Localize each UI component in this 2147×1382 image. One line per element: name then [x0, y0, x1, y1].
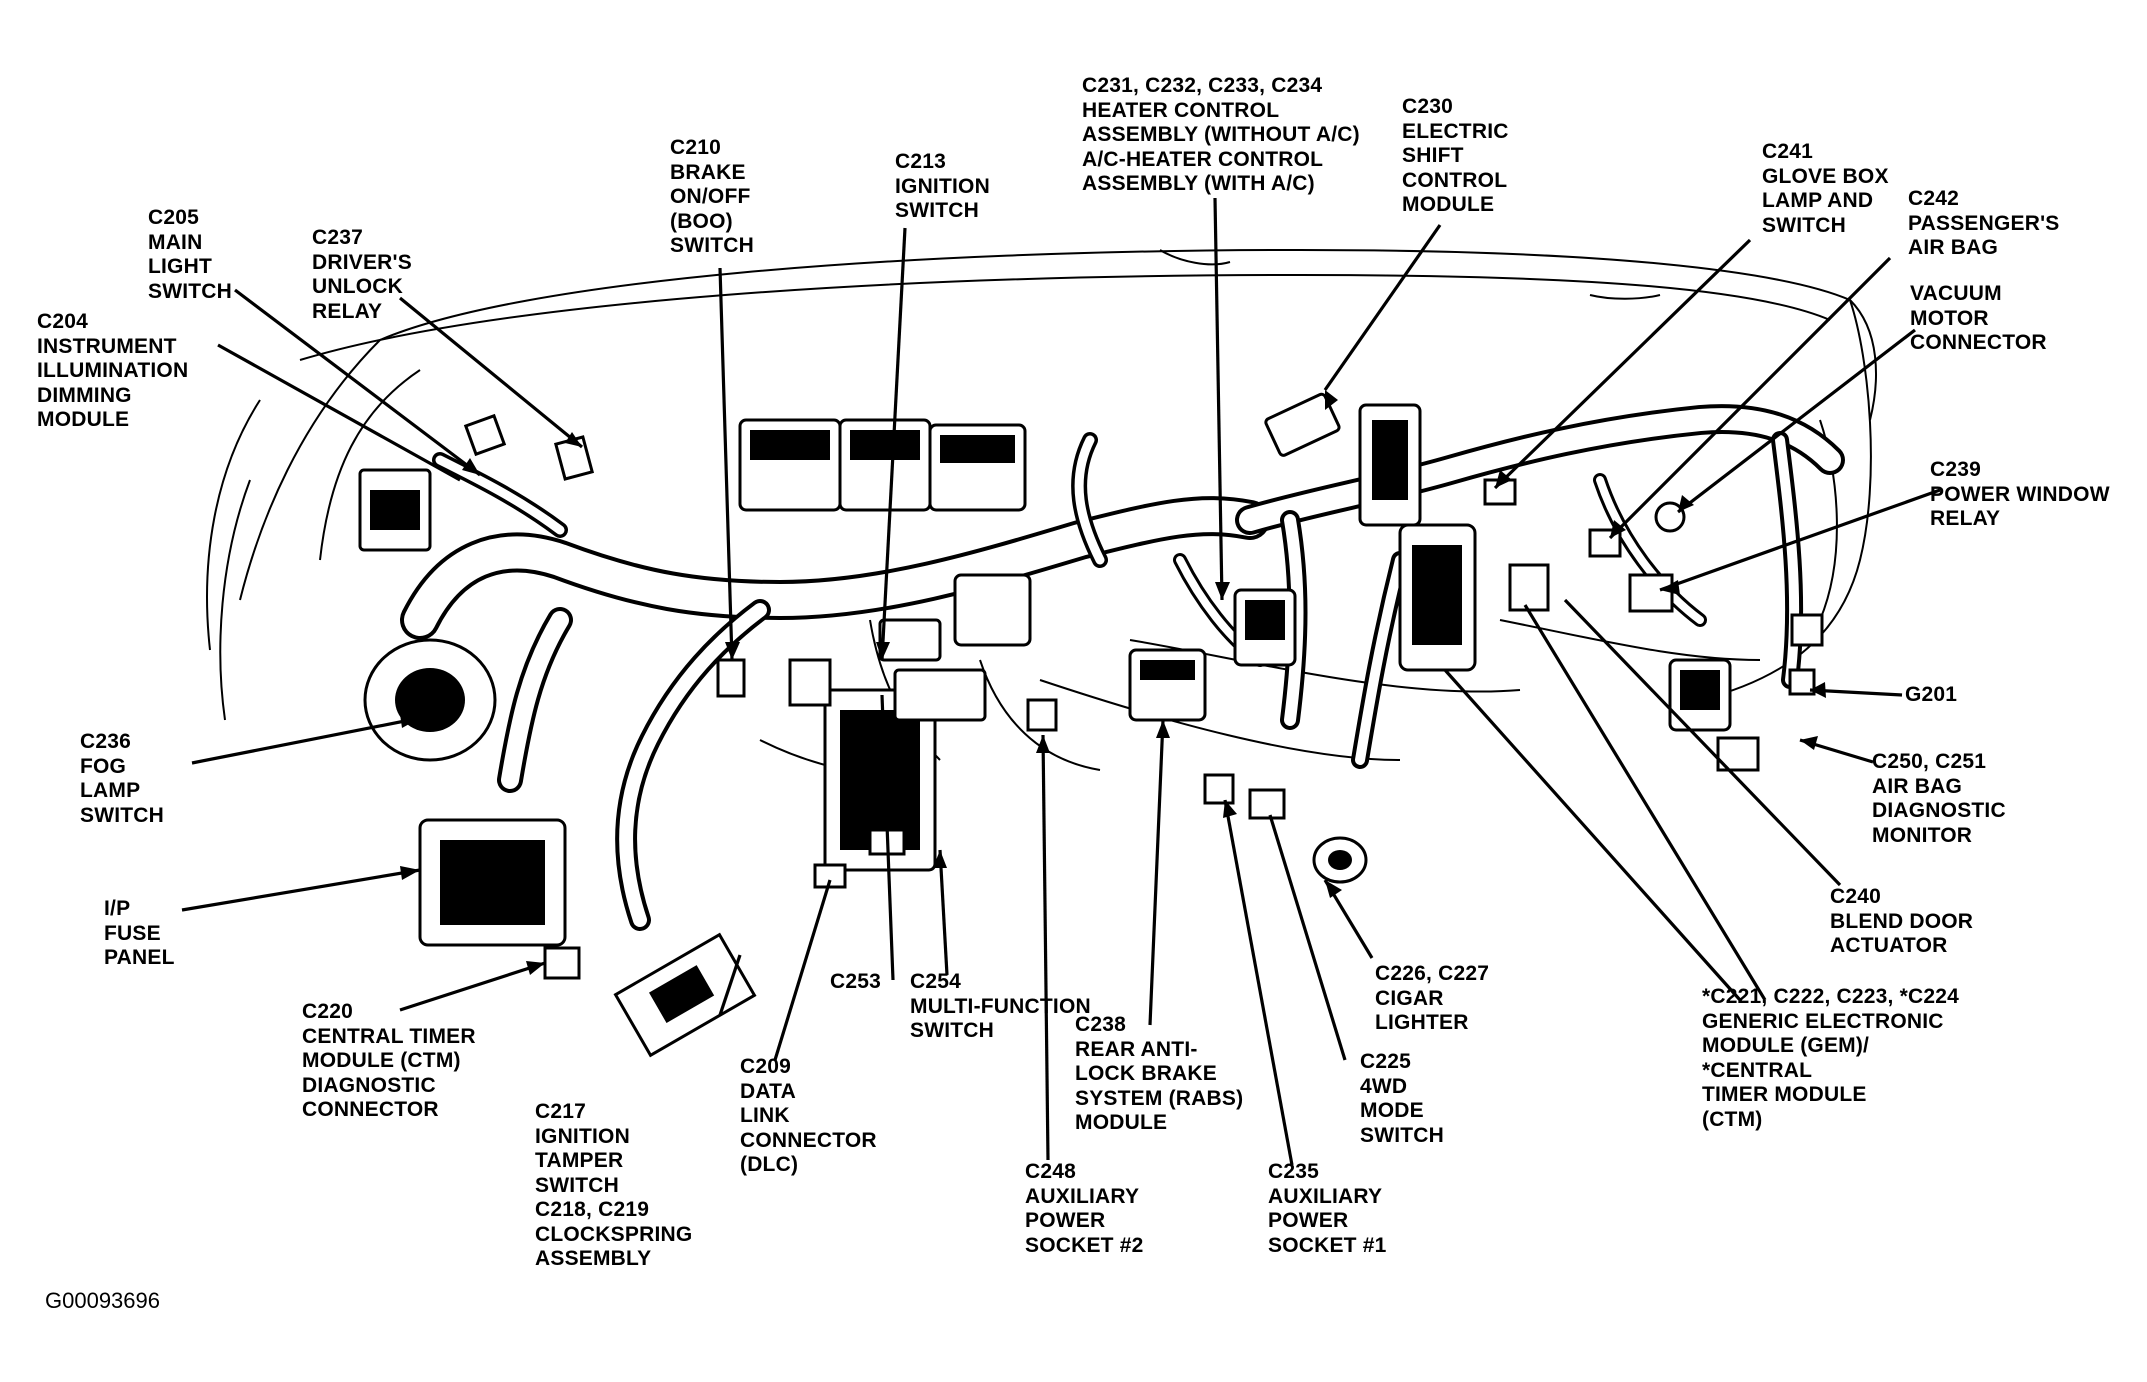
label-c205-main-light-switch: C205 MAIN LIGHT SWITCH: [148, 206, 233, 303]
label-c237-drivers-unlock-relay: C237 DRIVER'S UNLOCK RELAY: [312, 226, 412, 323]
label-c254-multi-function: C253 C254 MULTI-FUNCTION SWITCH: [830, 970, 1091, 1044]
label-c254-text: C254 MULTI-FUNCTION SWITCH: [910, 970, 1091, 1042]
label-c248-aux-socket-2: C248 AUXILIARY POWER SOCKET #2: [1025, 1160, 1144, 1257]
label-c221-gem-ctm: *C221, C222, C223, *C224 GENERIC ELECTRO…: [1702, 985, 1959, 1131]
leader-lines: [181, 197, 1941, 1166]
label-c239-power-window-relay: C239 POWER WINDOW RELAY: [1930, 458, 2110, 530]
label-c235-aux-socket-1: C235 AUXILIARY POWER SOCKET #1: [1268, 1160, 1387, 1257]
label-c238-rabs-module: C238 REAR ANTI- LOCK BRAKE SYSTEM (RABS)…: [1075, 1013, 1244, 1134]
label-c210-brake-switch: C210 BRAKE ON/OFF (BOO) SWITCH: [670, 136, 755, 257]
arrowheads: [400, 390, 1826, 975]
label-vacuum-motor-connector: VACUUM MOTOR CONNECTOR: [1910, 282, 2047, 354]
label-c250-air-bag-monitor: C250, C251 AIR BAG DIAGNOSTIC MONITOR: [1872, 750, 2006, 847]
label-c231-heater-control: C231, C232, C233, C234 HEATER CONTROL AS…: [1082, 74, 1360, 195]
label-c220-ctm-diagnostic: C220 CENTRAL TIMER MODULE (CTM) DIAGNOST…: [302, 1000, 476, 1121]
label-c242-passengers-air-bag: C242 PASSENGER'S AIR BAG: [1908, 187, 2060, 259]
label-c225-4wd-switch: C225 4WD MODE SWITCH: [1360, 1050, 1445, 1147]
label-c230-electric-shift: C230 ELECTRIC SHIFT CONTROL MODULE: [1402, 95, 1509, 216]
figure-id: G00093696: [45, 1288, 160, 1313]
label-c204-dimming-module: C204 INSTRUMENT ILLUMINATION DIMMING MOD…: [37, 310, 189, 431]
label-g201: G201: [1905, 683, 1958, 706]
label-c253: C253: [830, 970, 882, 993]
components: [358, 392, 1824, 1058]
label-ip-fuse-panel: I/P FUSE PANEL: [104, 897, 175, 969]
label-c226-cigar-lighter: C226, C227 CIGAR LIGHTER: [1375, 962, 1490, 1034]
label-c240-blend-door: C240 BLEND DOOR ACTUATOR: [1830, 885, 1974, 957]
label-c217-ignition-tamper: C217 IGNITION TAMPER SWITCH C218, C219 C…: [535, 1100, 693, 1270]
main-harness: [400, 404, 1845, 931]
label-c236-fog-lamp-switch: C236 FOG LAMP SWITCH: [80, 730, 165, 827]
label-c241-glove-box: C241 GLOVE BOX LAMP AND SWITCH: [1762, 140, 1889, 237]
label-c213-ignition-switch: C213 IGNITION SWITCH: [895, 150, 990, 222]
label-c209-dlc: C209 DATA LINK CONNECTOR (DLC): [740, 1055, 877, 1176]
